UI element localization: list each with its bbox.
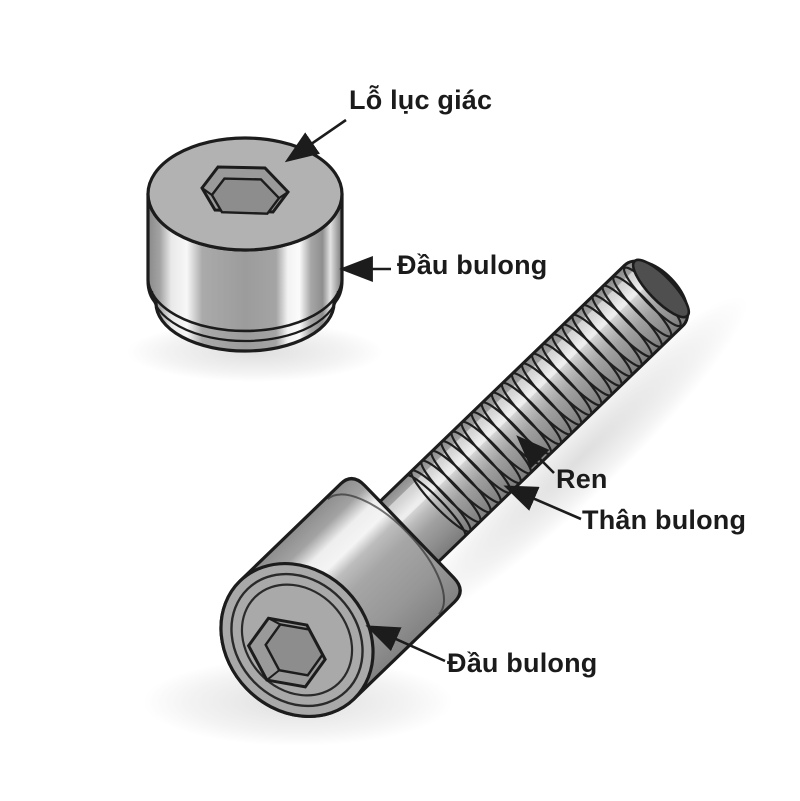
bolt-head-rim-line-upper xyxy=(146,277,344,333)
leader-lines xyxy=(284,118,582,663)
screw-tip-end-face xyxy=(631,258,691,319)
hex-socket-wall-top xyxy=(267,617,281,626)
hex-socket-wall-right xyxy=(278,191,289,200)
hex-socket-inner-edge xyxy=(210,177,281,215)
label-bolt-head-top: Đầu bulong xyxy=(397,250,548,280)
hex-socket-wall-bottom xyxy=(321,654,327,660)
label-bolt-body: Thân bulong xyxy=(582,505,747,535)
screw-head-back-contour xyxy=(327,493,445,615)
label-hex-hole: Lỗ lục giác xyxy=(349,85,493,115)
hex-socket-wall-right xyxy=(305,624,310,630)
thread-ridges xyxy=(410,266,682,533)
hex-socket-top-view xyxy=(200,165,290,215)
leader-bolt-body xyxy=(503,485,582,521)
leader-thread xyxy=(516,435,555,474)
label-thread: Ren xyxy=(556,464,608,494)
hex-socket-wall-left xyxy=(201,187,213,196)
label-bolt-head-bottom: Đầu bulong xyxy=(447,648,598,678)
bolt-head-top-view xyxy=(146,136,344,353)
leader-hex-hole xyxy=(284,118,347,163)
hex-socket-front-view xyxy=(246,616,327,689)
screw-head-chamfer-ring-outer xyxy=(230,572,364,708)
shadow-under-shank xyxy=(412,296,748,621)
leader-bolt-head-bottom xyxy=(365,625,446,663)
bolt-head-rim-line-lower xyxy=(150,290,340,343)
hex-socket-wall-left xyxy=(266,669,280,681)
socket-screw xyxy=(219,258,748,719)
